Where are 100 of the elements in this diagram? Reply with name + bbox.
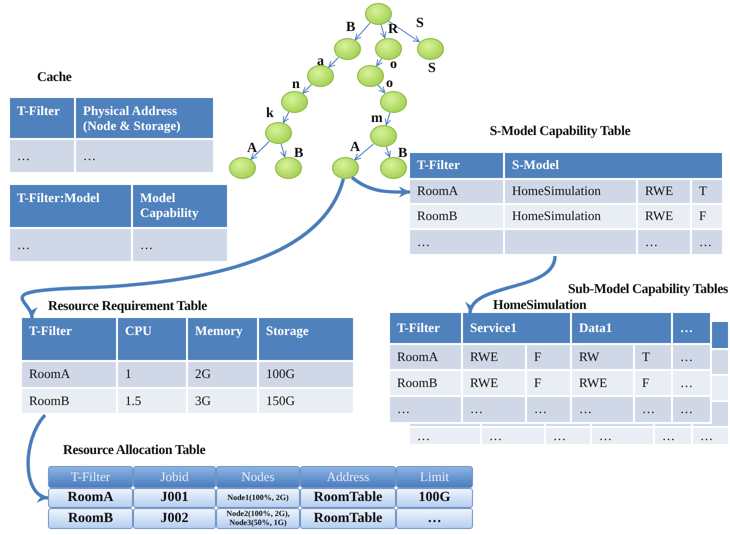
header-cell: T-Filter bbox=[410, 153, 505, 180]
arrow bbox=[282, 112, 290, 124]
table-cell: … bbox=[10, 140, 76, 174]
arrow bbox=[302, 84, 312, 94]
table-cell: … bbox=[638, 230, 692, 256]
arrow bbox=[384, 112, 392, 126]
header-cell: S-Model bbox=[505, 153, 724, 180]
data-table bbox=[390, 313, 712, 424]
table-cell: 150G bbox=[259, 389, 355, 415]
table-cell: 3G bbox=[188, 389, 259, 415]
table-cell: … bbox=[673, 345, 712, 371]
table-cell: RoomB bbox=[48, 508, 133, 529]
table-cell: T bbox=[635, 345, 673, 371]
table-cell: RWE bbox=[638, 205, 692, 230]
edge-label: S bbox=[416, 17, 424, 31]
table-cell: … bbox=[482, 428, 546, 446]
table-cell: RWE bbox=[572, 371, 635, 397]
table-cell: HomeSimulation bbox=[505, 180, 638, 205]
table-cell: RoomB bbox=[390, 371, 463, 397]
table-cell: J002 bbox=[133, 508, 216, 529]
arrow bbox=[328, 57, 339, 68]
table-cell: … bbox=[390, 397, 463, 424]
tree-node bbox=[356, 65, 384, 87]
edge-label: B bbox=[346, 21, 356, 35]
table-cell: … bbox=[463, 397, 527, 424]
arrow bbox=[376, 58, 383, 67]
table-cell: … bbox=[410, 230, 505, 256]
table-cell: RW bbox=[572, 345, 635, 371]
table-cell: F bbox=[692, 205, 724, 230]
table-cell: RoomA bbox=[22, 362, 118, 389]
edge-label: n bbox=[292, 78, 300, 92]
edge-label: o bbox=[386, 77, 393, 91]
edge-label: A bbox=[247, 142, 258, 156]
header-cell: T-Filter bbox=[22, 318, 118, 362]
table-cell: … bbox=[673, 397, 712, 424]
arrow bbox=[250, 140, 270, 160]
header-cell: Memory bbox=[188, 318, 259, 362]
tree-node bbox=[416, 38, 444, 60]
edge-label: m bbox=[371, 112, 383, 126]
tree-node bbox=[370, 125, 396, 147]
table-title: Resource Requirement Table bbox=[48, 298, 207, 314]
table-cell: F bbox=[635, 371, 673, 397]
table-cell: … bbox=[673, 371, 712, 397]
table-cell: Node2(100%, 2G), Node3(50%, 1G) bbox=[216, 508, 300, 529]
table-cell: RWE bbox=[638, 180, 692, 205]
tree-node bbox=[306, 65, 334, 87]
arrow bbox=[26, 414, 48, 500]
tree-node bbox=[264, 122, 292, 144]
table-cell: … bbox=[396, 508, 473, 529]
arrow bbox=[280, 143, 286, 158]
section-heading: Sub-Model Capability Tables bbox=[568, 281, 728, 297]
table-cell: F bbox=[527, 345, 572, 371]
tree-node bbox=[380, 91, 406, 113]
header-cell: Nodes bbox=[216, 466, 300, 488]
node-label: S bbox=[428, 62, 436, 76]
table-cell: … bbox=[692, 230, 724, 256]
table-cell: RoomTable bbox=[300, 488, 396, 508]
header-cell: Data1 bbox=[572, 313, 673, 345]
edge-label: R bbox=[388, 23, 398, 37]
edge-label: B bbox=[398, 147, 408, 161]
table-cell: … bbox=[693, 428, 730, 446]
table-cell: … bbox=[410, 428, 482, 446]
header-cell: T-Filter bbox=[390, 313, 463, 345]
arrow bbox=[377, 84, 386, 94]
edge-label: A bbox=[350, 141, 360, 155]
table-cell: RoomTable bbox=[300, 508, 396, 529]
header-cell: Jobid bbox=[133, 466, 216, 488]
table-cell: RoomA bbox=[48, 488, 133, 508]
table-cell: … bbox=[133, 229, 229, 263]
table-cell: Node1(100%, 2G) bbox=[216, 488, 300, 508]
table-cell: 1 bbox=[118, 362, 188, 389]
data-table bbox=[22, 318, 355, 415]
table-cell: … bbox=[635, 397, 673, 424]
tree-node bbox=[280, 91, 308, 113]
arrow bbox=[468, 256, 557, 314]
table-cell: RoomB bbox=[22, 389, 118, 415]
table-cell: RoomA bbox=[390, 345, 463, 371]
header-cell: Address bbox=[300, 466, 396, 488]
edge-label: B bbox=[294, 147, 304, 161]
table-cell: 2G bbox=[188, 362, 259, 389]
table-cell: 100G bbox=[259, 362, 355, 389]
tree-node bbox=[380, 157, 406, 179]
table-cell: RWE bbox=[463, 345, 527, 371]
arrow bbox=[350, 176, 410, 198]
arrow bbox=[388, 20, 420, 42]
header-cell: T-Filter bbox=[48, 466, 133, 488]
data-table bbox=[410, 153, 724, 256]
arrow bbox=[354, 143, 374, 161]
table-cell: … bbox=[546, 428, 592, 446]
table-title: HomeSimulation bbox=[493, 297, 586, 313]
table-cell: RoomA bbox=[410, 180, 505, 205]
data-table bbox=[48, 466, 473, 529]
arrow bbox=[21, 178, 345, 318]
table-cell: J001 bbox=[133, 488, 216, 508]
tree-node bbox=[274, 157, 302, 179]
table-cell: HomeSimulation bbox=[505, 205, 638, 230]
header-cell: Physical Address (Node & Storage) bbox=[76, 98, 215, 140]
arrow bbox=[384, 146, 391, 158]
table-title: S-Model Capability Table bbox=[488, 123, 632, 139]
arrow bbox=[380, 24, 386, 39]
